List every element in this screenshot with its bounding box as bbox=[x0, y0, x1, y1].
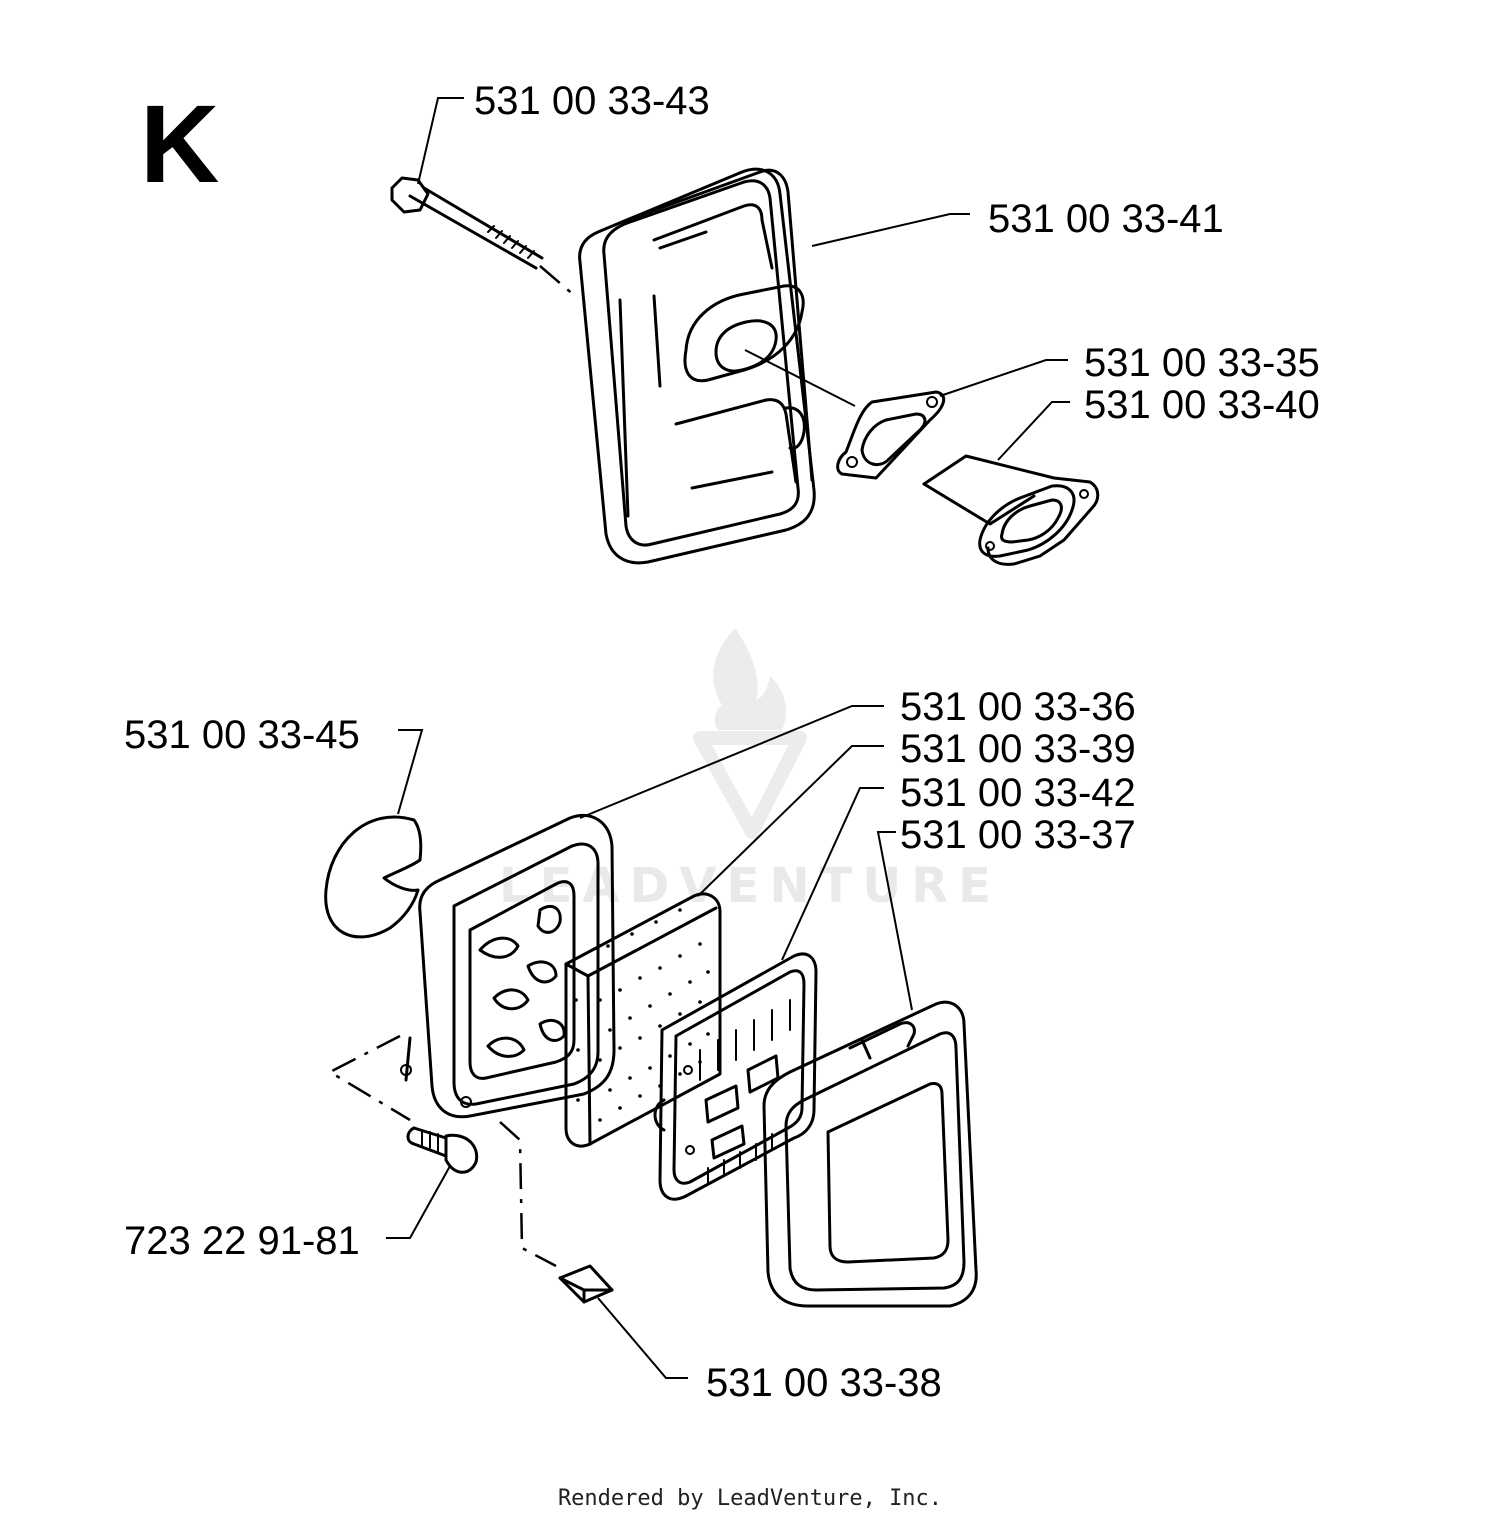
bolt-531-00-33-43 bbox=[390, 176, 576, 297]
leader-531-00-33-41 bbox=[811, 213, 970, 247]
watermark: LEADVENTURE bbox=[499, 628, 1001, 914]
leader-723-22-91-81 bbox=[386, 1165, 451, 1239]
label-531-00-33-40: 531 00 33-40 bbox=[1084, 383, 1320, 427]
gasket-531-00-33-35 bbox=[836, 390, 946, 480]
leader-531-00-33-39 bbox=[697, 745, 884, 897]
filter-housing-531-00-33-36 bbox=[400, 814, 616, 1119]
leader-531-00-33-40 bbox=[997, 401, 1070, 461]
assembly-line-seal bbox=[499, 1121, 557, 1268]
o-ring-531-00-33-45 bbox=[324, 815, 423, 939]
watermark-text: LEADVENTURE bbox=[499, 858, 1001, 914]
filter-cover-531-00-33-37 bbox=[762, 1000, 978, 1308]
deflector-531-00-33-40 bbox=[922, 454, 1100, 566]
label-531-00-33-37: 531 00 33-37 bbox=[900, 813, 1136, 857]
filter-holder-531-00-33-42 bbox=[653, 952, 818, 1201]
leader-531-00-33-43 bbox=[417, 97, 464, 185]
leader-531-00-33-42 bbox=[781, 787, 884, 961]
footer-credit: Rendered by LeadVenture, Inc. bbox=[557, 1486, 943, 1511]
label-531-00-33-45: 531 00 33-45 bbox=[124, 713, 360, 757]
foam-filter-531-00-33-39 bbox=[564, 892, 722, 1148]
assembly-line-screw bbox=[327, 1034, 411, 1122]
label-531-00-33-39: 531 00 33-39 bbox=[900, 727, 1136, 771]
leader-531-00-33-36 bbox=[579, 705, 884, 819]
seal-531-00-33-38 bbox=[558, 1264, 614, 1304]
label-531-00-33-43: 531 00 33-43 bbox=[474, 79, 710, 123]
label-531-00-33-42: 531 00 33-42 bbox=[900, 771, 1136, 815]
leader-531-00-33-45 bbox=[397, 729, 424, 815]
leader-531-00-33-38 bbox=[597, 1297, 688, 1379]
section-letter: K bbox=[140, 83, 219, 206]
foam-dots bbox=[574, 908, 710, 1122]
leader-531-00-33-35 bbox=[939, 359, 1068, 397]
muffler-531-00-33-41 bbox=[578, 167, 856, 565]
label-531-00-33-35: 531 00 33-35 bbox=[1084, 341, 1320, 385]
label-531-00-33-36: 531 00 33-36 bbox=[900, 685, 1136, 729]
label-531-00-33-41: 531 00 33-41 bbox=[988, 197, 1224, 241]
label-531-00-33-38: 531 00 33-38 bbox=[706, 1361, 942, 1405]
leader-531-00-33-37 bbox=[876, 831, 913, 1011]
label-723-22-91-81: 723 22 91-81 bbox=[124, 1219, 360, 1263]
flame-v-logo-icon bbox=[693, 628, 807, 839]
screw-723-22-91-81 bbox=[406, 1126, 479, 1174]
